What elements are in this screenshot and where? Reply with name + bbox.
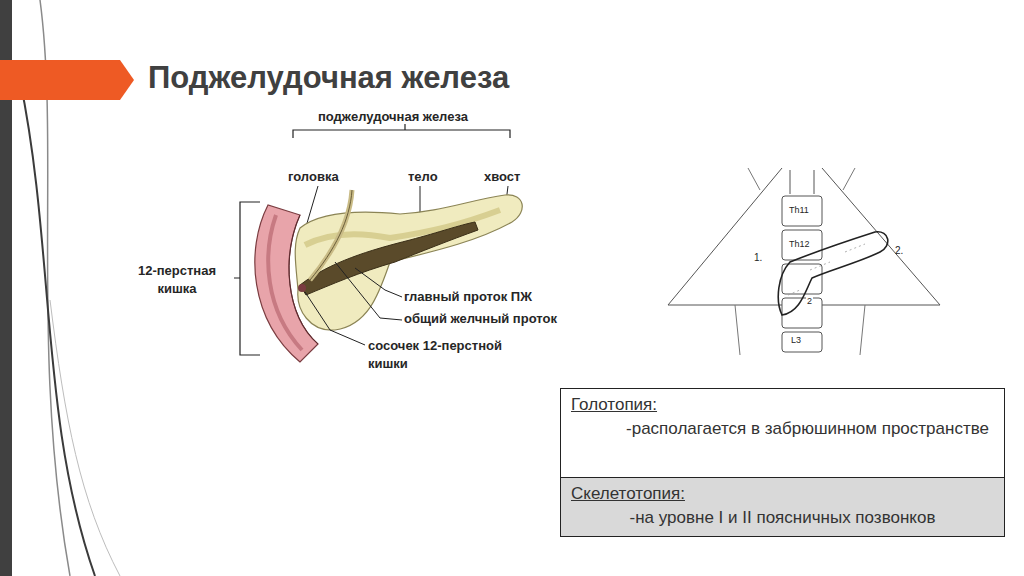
body-outline bbox=[735, 168, 865, 355]
slide-title: Поджелудочная железа bbox=[148, 60, 509, 96]
papilla bbox=[298, 284, 306, 292]
pancreas-outline bbox=[778, 232, 888, 315]
part-label: головка bbox=[288, 169, 339, 184]
region-number: 1. bbox=[754, 252, 762, 263]
title-tab bbox=[0, 60, 134, 100]
spine bbox=[782, 170, 822, 352]
region-number: 2. bbox=[895, 245, 903, 256]
vertebra-label: 2 bbox=[806, 296, 813, 306]
part-label: главный проток ПЖ bbox=[404, 289, 532, 304]
part-label: сосочек 12-перстной кишки bbox=[368, 337, 526, 372]
cell-heading: Голотопия: bbox=[561, 389, 1004, 417]
part-label: общий желчный проток bbox=[404, 311, 557, 326]
table-cell: Скелетотопия:-на уровне I и II поясничны… bbox=[560, 477, 1005, 537]
cell-text: -на уровне I и II поясничных позвонков bbox=[561, 506, 1004, 536]
cell-heading: Скелетотопия: bbox=[561, 478, 1004, 506]
deco-line bbox=[20, 80, 95, 576]
vertebra-label: Th12 bbox=[788, 239, 811, 249]
part-label: хвост bbox=[484, 169, 520, 184]
bile-duct bbox=[310, 190, 352, 280]
part-label: 12-перстная кишка bbox=[122, 262, 232, 297]
vertebra-label: Th11 bbox=[788, 205, 810, 215]
bracket-label: поджелудочная железа bbox=[318, 109, 468, 124]
pancreas-texture bbox=[788, 244, 865, 295]
vertebra-label: L3 bbox=[790, 335, 802, 345]
leader-line bbox=[305, 262, 402, 345]
bile-duct-edge bbox=[310, 190, 352, 280]
pancreas bbox=[295, 195, 522, 330]
part-label: тело bbox=[408, 169, 438, 184]
cell-text: -располагается в забрюшинном пространств… bbox=[561, 417, 1004, 447]
bracket bbox=[293, 124, 510, 138]
table-cell: Голотопия:-располагается в забрюшинном п… bbox=[560, 388, 1005, 478]
rib-outline bbox=[668, 168, 940, 305]
deco-line bbox=[50, 300, 120, 576]
